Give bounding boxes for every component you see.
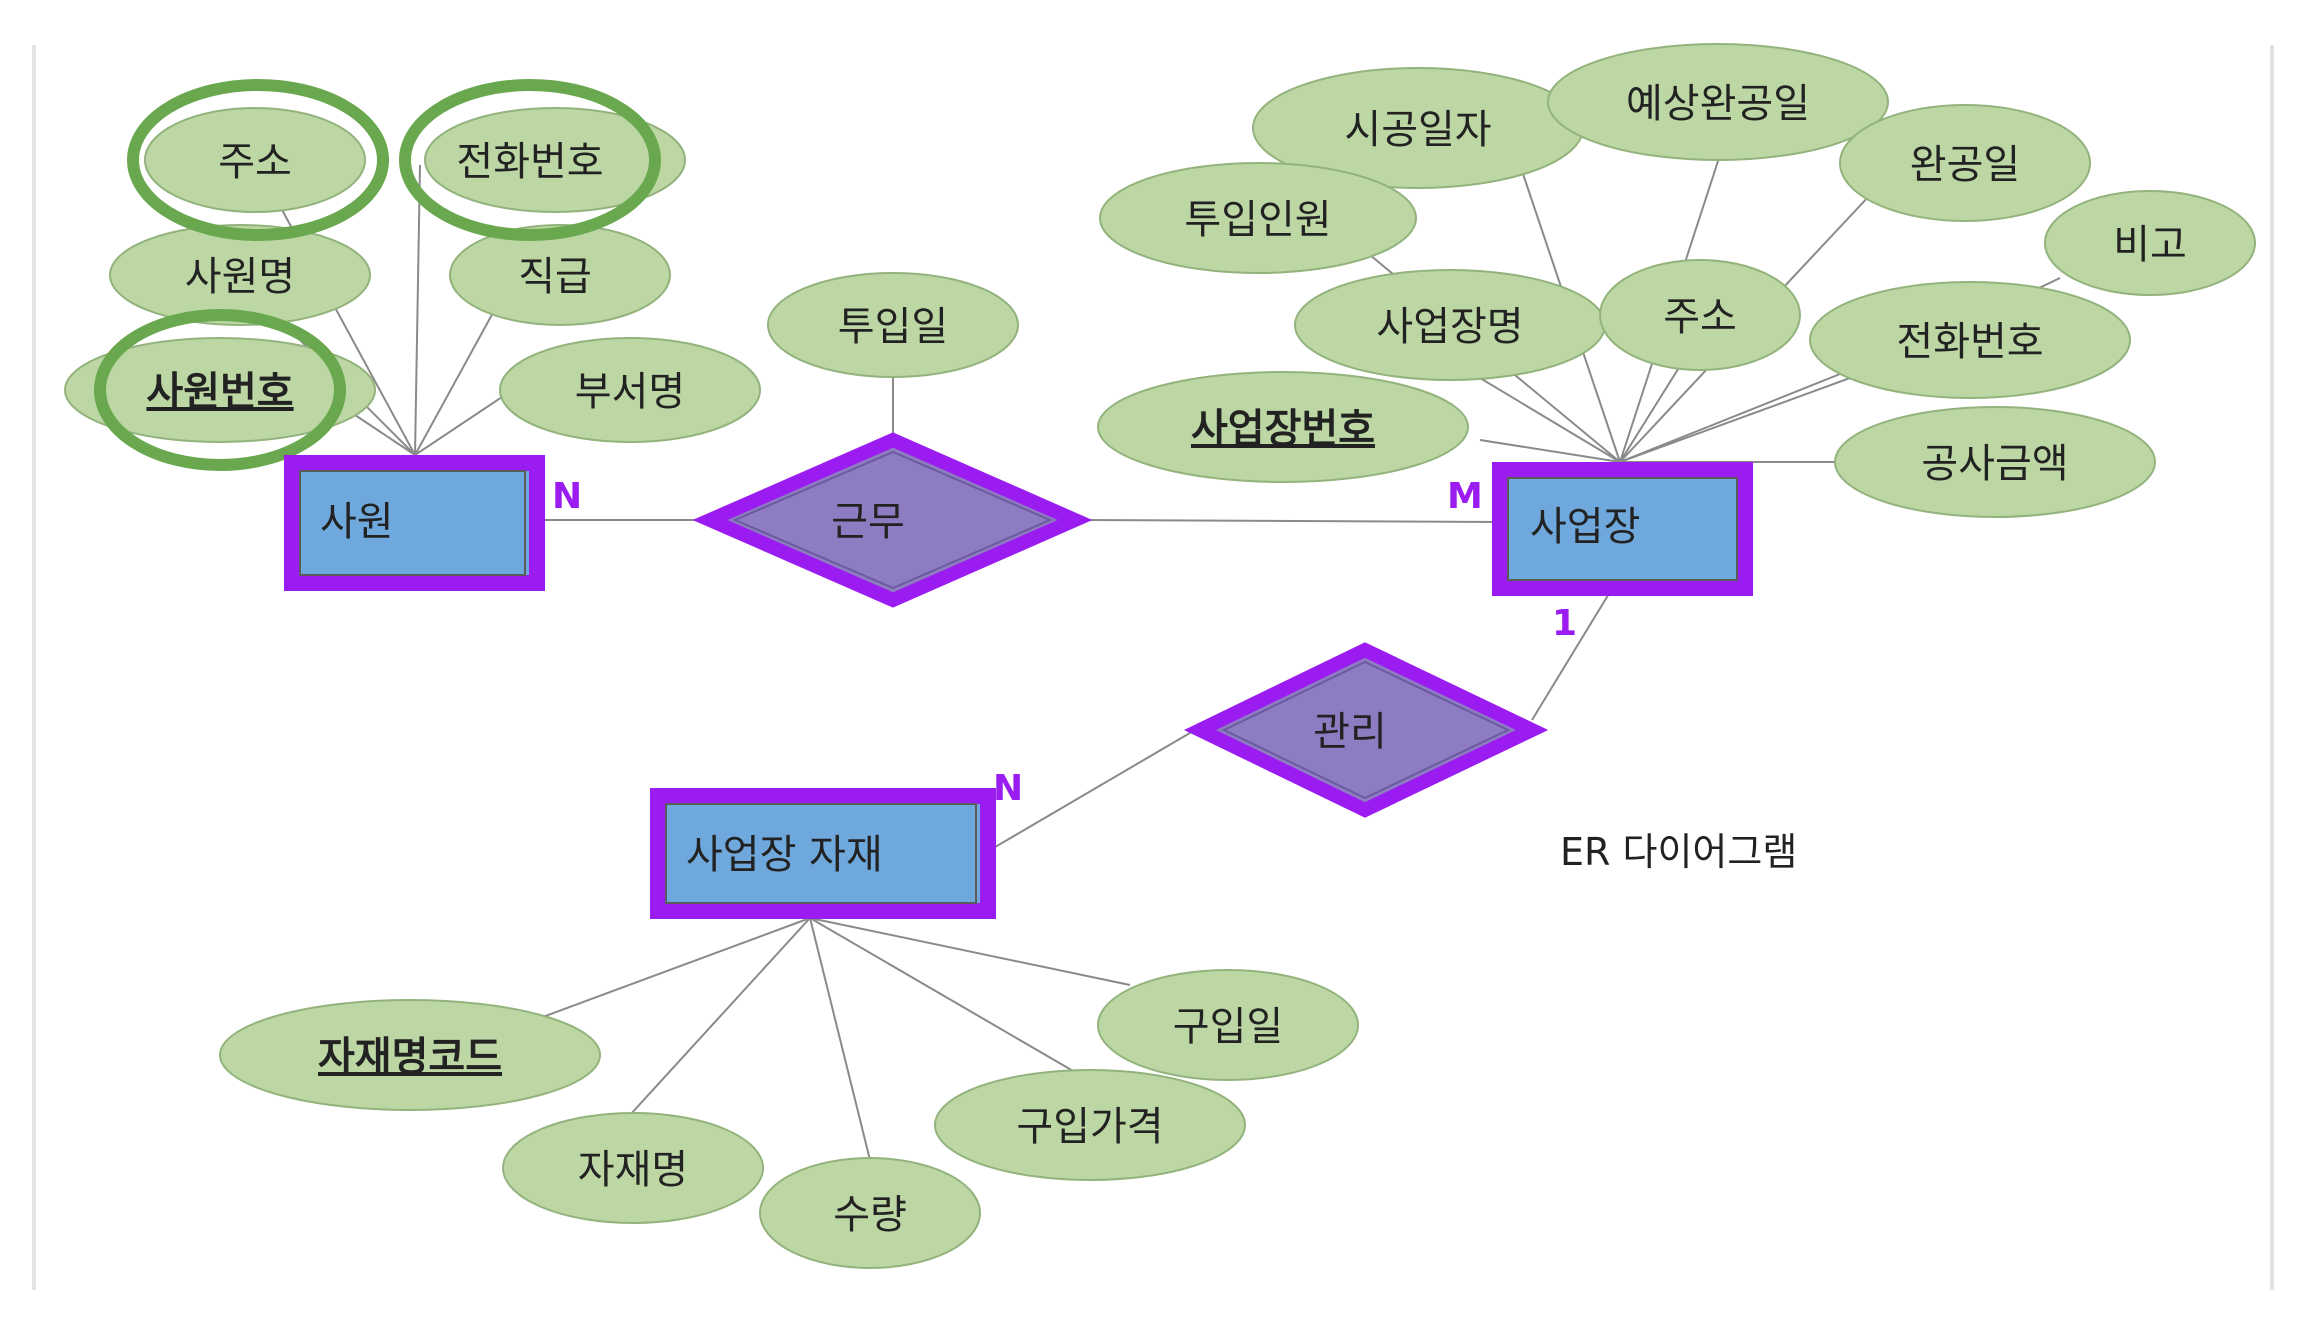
attribute-label: 완공일 (1910, 142, 2020, 188)
attribute-work-start-date: 투입일 (767, 272, 1019, 378)
attribute-label: 수량 (833, 1192, 907, 1238)
attribute-label: 비고 (2113, 222, 2187, 268)
cardinality-site-1: 1 (1552, 603, 1577, 644)
attribute-site-start: 시공일자 (1252, 67, 1584, 189)
attribute-material-qty: 수량 (759, 1157, 981, 1269)
attribute-label: 자재명 (578, 1147, 688, 1193)
attribute-label: 예상완공일 (1626, 81, 1810, 127)
attribute-label: 구입일 (1173, 1004, 1283, 1050)
cardinality-site-m: M (1447, 476, 1483, 517)
attribute-label: 사업장명 (1376, 304, 1523, 350)
attribute-employee-id: 사원번호 (64, 337, 376, 443)
attribute-site-expected-done: 예상완공일 (1547, 43, 1889, 161)
attribute-site-cost: 공사금액 (1834, 406, 2156, 518)
attribute-site-note: 비고 (2044, 190, 2256, 296)
attribute-employee-phone: 전화번호 (424, 107, 686, 213)
attribute-site-name: 사업장명 (1294, 269, 1606, 381)
cardinality-material: N (993, 768, 1023, 809)
attribute-site-phone: 전화번호 (1809, 281, 2131, 399)
relationship-work: 근무 (692, 432, 1093, 608)
attribute-employee-rank: 직급 (449, 224, 671, 326)
attribute-site-id: 사업장번호 (1097, 371, 1469, 483)
attribute-label: 공사금액 (1921, 441, 2068, 487)
relationship-label: 관리 (1313, 709, 1387, 755)
attribute-label: 주소 (1663, 294, 1737, 340)
attribute-label: 시공일자 (1344, 107, 1491, 153)
attribute-employee-address: 주소 (144, 107, 366, 213)
attribute-material-buy-date: 구입일 (1097, 969, 1359, 1081)
highlight-circle-phone (399, 79, 661, 241)
entity-employee: 사원 (284, 455, 545, 591)
attribute-label: 투입일 (838, 304, 948, 350)
attribute-employee-dept: 부서명 (499, 337, 761, 443)
diagram-caption: ER 다이어그램 (1560, 830, 1797, 874)
attribute-site-done: 완공일 (1839, 104, 2091, 222)
relationship-label: 근무 (831, 499, 905, 545)
attribute-label: 구입가격 (1016, 1104, 1163, 1150)
attribute-label: 전화번호 (1896, 319, 2043, 365)
attribute-material-code: 자재명코드 (219, 999, 601, 1111)
attribute-label: 사업장번호 (1191, 406, 1375, 452)
attribute-label: 투입인원 (1184, 197, 1331, 243)
attribute-employee-name: 사원명 (109, 224, 371, 326)
entity-label: 사업장 (1530, 504, 1640, 550)
attribute-label: 사원번호 (146, 369, 293, 415)
highlight-circle-employee-id (94, 309, 346, 471)
highlight-circle-address (127, 79, 389, 241)
attribute-site-staff: 투입인원 (1099, 162, 1417, 274)
attribute-label: 부서명 (575, 369, 685, 415)
entity-label: 사원 (320, 499, 394, 545)
attribute-site-address: 주소 (1599, 259, 1801, 371)
attribute-material-name: 자재명 (502, 1112, 764, 1224)
attribute-label: 자재명코드 (318, 1034, 502, 1080)
attribute-label: 직급 (518, 254, 592, 300)
attribute-material-buy-price: 구입가격 (934, 1069, 1246, 1181)
cardinality-employee: N (552, 476, 582, 517)
relationship-manage: 관리 (1183, 642, 1549, 818)
attribute-label: 전화번호 (456, 139, 603, 185)
entity-site-material: 사업장 자재 (650, 788, 996, 919)
attribute-label: 주소 (218, 139, 292, 185)
attribute-label: 사원명 (185, 254, 295, 300)
entity-site: 사업장 (1492, 462, 1753, 596)
entity-label: 사업장 자재 (686, 832, 883, 878)
